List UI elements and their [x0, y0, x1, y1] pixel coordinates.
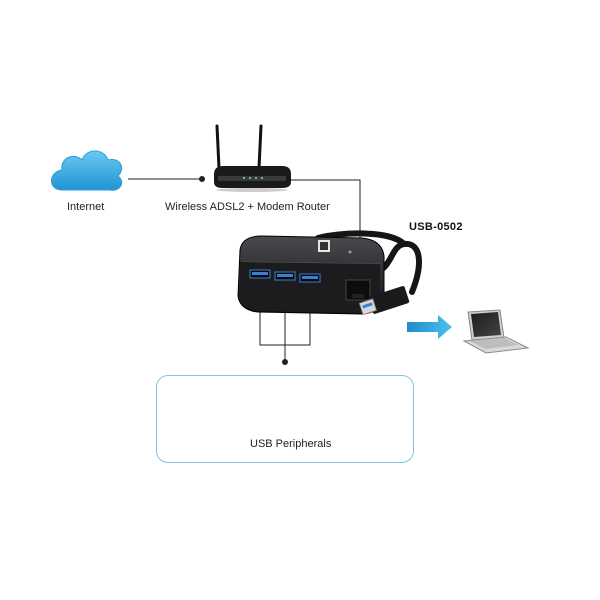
cloud-icon: [51, 150, 123, 191]
model-label: USB-0502: [409, 221, 463, 233]
connector-internet-router: [128, 176, 205, 182]
router-label: Wireless ADSL2 + Modem Router: [165, 201, 330, 213]
laptop-icon: [462, 309, 530, 354]
usb-peripherals-panel: [156, 375, 414, 463]
usb-hub-icon: [237, 230, 422, 316]
peripherals-label: USB Peripherals: [250, 438, 332, 450]
router-icon: [214, 124, 291, 192]
arrow-right-icon: [407, 315, 452, 339]
internet-label: Internet: [67, 201, 105, 213]
